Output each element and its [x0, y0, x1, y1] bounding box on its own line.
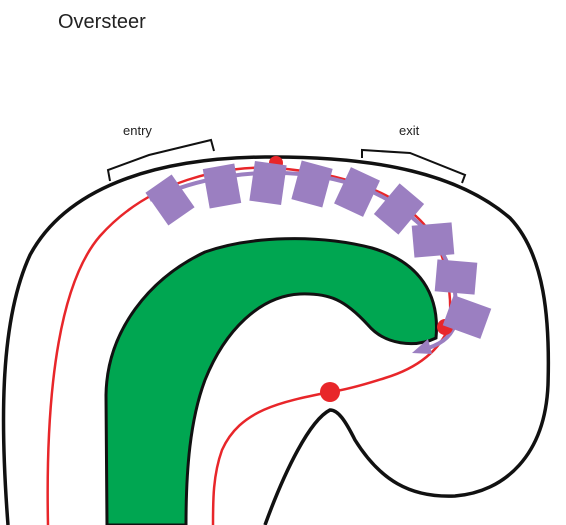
car-position: [411, 222, 455, 258]
exit-bracket: [361, 148, 467, 184]
infield-area: [104, 237, 438, 525]
car-position: [373, 183, 425, 235]
car-sequence: [145, 160, 492, 339]
entry-bracket: [106, 138, 215, 182]
apex-marker: [320, 382, 340, 402]
entry-label: entry: [123, 123, 152, 138]
car-position: [334, 167, 380, 217]
car-position: [291, 160, 333, 208]
car-position: [442, 295, 492, 339]
car-position: [249, 160, 287, 206]
page-title: Oversteer: [58, 11, 146, 33]
car-position: [202, 163, 242, 209]
track-outer-edge: [1, 155, 551, 525]
car-path-arrowhead: [412, 339, 432, 354]
exit-label: exit: [399, 123, 420, 138]
car-position: [434, 259, 478, 295]
car-position: [145, 174, 195, 226]
